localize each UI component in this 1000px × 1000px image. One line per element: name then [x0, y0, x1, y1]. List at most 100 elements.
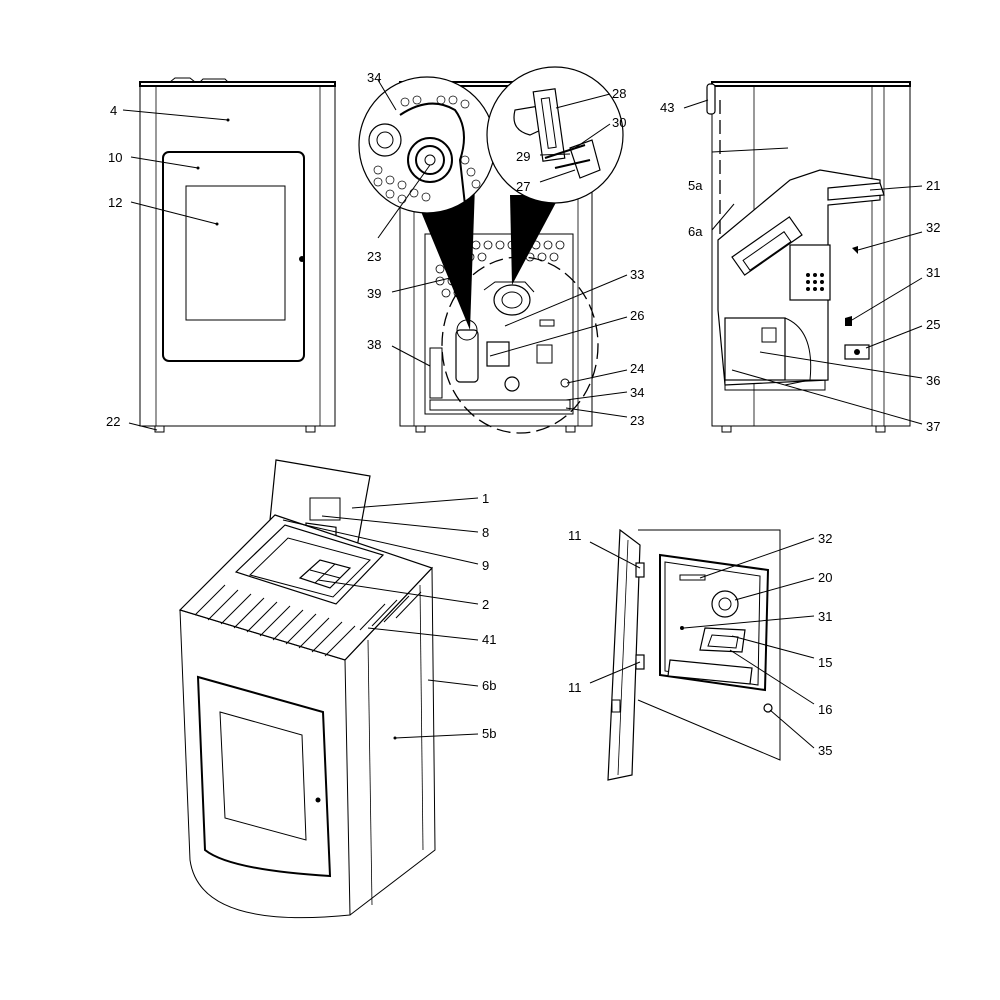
front-door [162, 151, 305, 362]
leader-10 [130, 156, 199, 169]
magnifier-2-clamp [569, 139, 601, 179]
label-5a: 5a [688, 178, 703, 193]
side-foot-left [721, 425, 732, 433]
open-door-edge [617, 539, 629, 776]
label-10: 10 [108, 150, 122, 165]
side-foot-right [875, 425, 886, 433]
chamber-part-31 [680, 626, 684, 630]
leader-11b [589, 661, 641, 684]
leader-16 [729, 649, 815, 705]
leader-35 [769, 709, 815, 749]
side-view: 43 5a 6a 21 32 31 25 36 37 [660, 81, 940, 434]
label-28: 28 [612, 86, 626, 101]
front-door-handle [299, 256, 305, 262]
front-top-plate [139, 81, 336, 87]
leader-4 [122, 109, 229, 121]
leader-36 [759, 351, 923, 379]
rear-foot-left [415, 425, 426, 433]
rear-switch-block [536, 344, 553, 364]
leader-25 [865, 325, 923, 349]
label-39: 39 [367, 286, 381, 301]
rear-bracket-38 [429, 347, 443, 399]
leader-32-side [857, 231, 923, 251]
label-8: 8 [482, 525, 489, 540]
leader-32-door [699, 537, 815, 579]
leader-8 [321, 515, 479, 533]
label-15: 15 [818, 655, 832, 670]
front-body [139, 85, 336, 427]
side-auger-inner [742, 231, 792, 271]
door-hinge-top [635, 562, 645, 578]
leader-dot-4 [226, 118, 230, 122]
chamber-inner [664, 561, 761, 686]
label-27: 27 [516, 179, 530, 194]
side-burn-pot [789, 244, 831, 301]
leader-31-door [683, 615, 815, 629]
rear-fan-motor [455, 329, 479, 383]
rear-view: 34 23 28 30 29 27 39 33 26 38 24 34 23 [358, 66, 644, 434]
magnifier-1-gasket [407, 137, 453, 183]
magnifier-1-cable [399, 102, 466, 206]
leader-34a [377, 79, 397, 111]
label-25: 25 [926, 317, 940, 332]
leader-28 [555, 93, 611, 109]
front-view: 4 10 12 22 [106, 77, 336, 433]
iso-grille-slots [194, 584, 422, 657]
front-top-bump [169, 77, 229, 83]
side-display [761, 327, 777, 343]
leader-12 [130, 201, 218, 225]
label-1: 1 [482, 491, 489, 506]
rear-flue-pipe [493, 284, 531, 316]
label-21: 21 [926, 178, 940, 193]
chamber-burn-pot-15 [699, 627, 746, 653]
label-33: 33 [630, 267, 644, 282]
iso-door [196, 675, 332, 878]
magnifier-1-gasket-inner [415, 145, 445, 175]
open-door-panel [607, 528, 641, 781]
label-11a: 11 [568, 528, 582, 543]
label-32-door: 32 [818, 531, 832, 546]
magnifier-2-shaft [532, 88, 566, 162]
label-34a: 34 [367, 70, 381, 85]
label-41: 41 [482, 632, 496, 647]
side-top-plate [711, 81, 911, 87]
leader-39 [391, 277, 451, 293]
rear-panel [424, 233, 574, 415]
chamber-burn-pot-inner [707, 634, 739, 649]
label-2: 2 [482, 597, 489, 612]
leader-29 [539, 153, 571, 156]
label-30: 30 [612, 115, 626, 130]
leader-5b [394, 733, 479, 739]
leader-2 [317, 579, 479, 605]
leader-23b [565, 407, 628, 418]
leader-15 [731, 635, 815, 659]
magnifier-pointer-2 [510, 195, 560, 285]
rear-flue-inner [501, 291, 523, 309]
side-body [711, 85, 911, 427]
side-socket-pin [854, 349, 860, 355]
label-22: 22 [106, 414, 120, 429]
magnifier-1-contents [368, 95, 481, 206]
label-24: 24 [630, 361, 644, 376]
label-26: 26 [630, 308, 644, 323]
label-32-side: 32 [926, 220, 940, 235]
iso-back-edge [419, 584, 424, 851]
leader-22 [128, 422, 158, 431]
label-35: 35 [818, 743, 832, 758]
leader-1 [351, 497, 479, 509]
label-34b: 34 [630, 385, 644, 400]
side-base-plate [724, 379, 826, 391]
chamber-part-32 [679, 574, 706, 581]
rear-outlet [504, 376, 520, 392]
iso-opening-inner [249, 537, 371, 598]
magnifier-1-fan [368, 123, 402, 157]
label-37: 37 [926, 419, 940, 434]
magnifier-2-shaft-inner [540, 97, 557, 149]
rear-foot-right [565, 425, 576, 433]
side-auger-tube [731, 216, 803, 276]
label-16: 16 [818, 702, 832, 717]
leader-33 [504, 274, 628, 327]
iso-side-edge [367, 639, 373, 906]
chamber-ash-tray-16 [667, 659, 753, 685]
iso-lid-plate [309, 497, 341, 521]
